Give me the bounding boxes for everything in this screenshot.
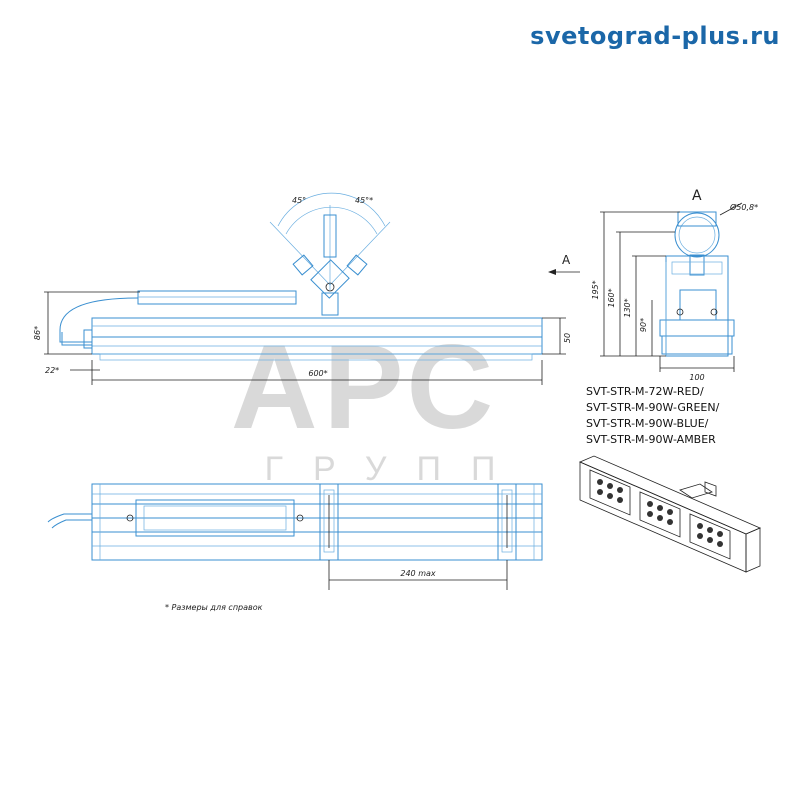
front-view: 45° 45°* 86* 50 22* 600* [33,192,572,385]
watermark-logo-text: АРС [231,320,499,454]
height-86-label: 86* [33,326,42,340]
height-90-label: 90* [639,318,648,332]
site-url: svetograd-plus.ru [530,22,780,50]
model-item: SVT-STR-M-90W-GREEN/ [586,401,720,414]
offset-22-label: 22* [45,366,59,375]
view-arrow-label: A [562,253,571,267]
isometric-view [578,455,762,573]
height-50-label: 50 [563,333,572,343]
mount-240-label: 240 max [400,569,436,578]
angle-right-label: 45°* [355,196,373,205]
height-160-label: 160* [607,288,616,307]
length-600-label: 600* [308,369,327,378]
side-view-title: A [692,188,702,204]
side-view: A Ø50,8* 195* 160* 130* 90* 100 [591,188,758,382]
height-195-label: 195* [591,280,600,299]
diameter-label: Ø50,8* [729,202,758,212]
model-item: SVT-STR-M-72W-RED/ [586,385,704,398]
watermark-group-text: ГРУПП [265,450,526,488]
width-100-label: 100 [689,373,704,382]
bottom-view: 240 max [47,483,543,590]
height-130-label: 130* [623,298,632,317]
model-item: SVT-STR-M-90W-BLUE/ [586,417,709,430]
footnote: * Размеры для справок [165,603,263,612]
watermark-logo: АРС ГРУПП [231,320,526,488]
model-list: SVT-STR-M-72W-RED/ SVT-STR-M-90W-GREEN/ … [586,385,720,446]
model-item: SVT-STR-M-90W-AMBER [586,433,716,446]
angle-left-label: 45° [292,196,306,205]
view-arrow: A [548,253,580,275]
